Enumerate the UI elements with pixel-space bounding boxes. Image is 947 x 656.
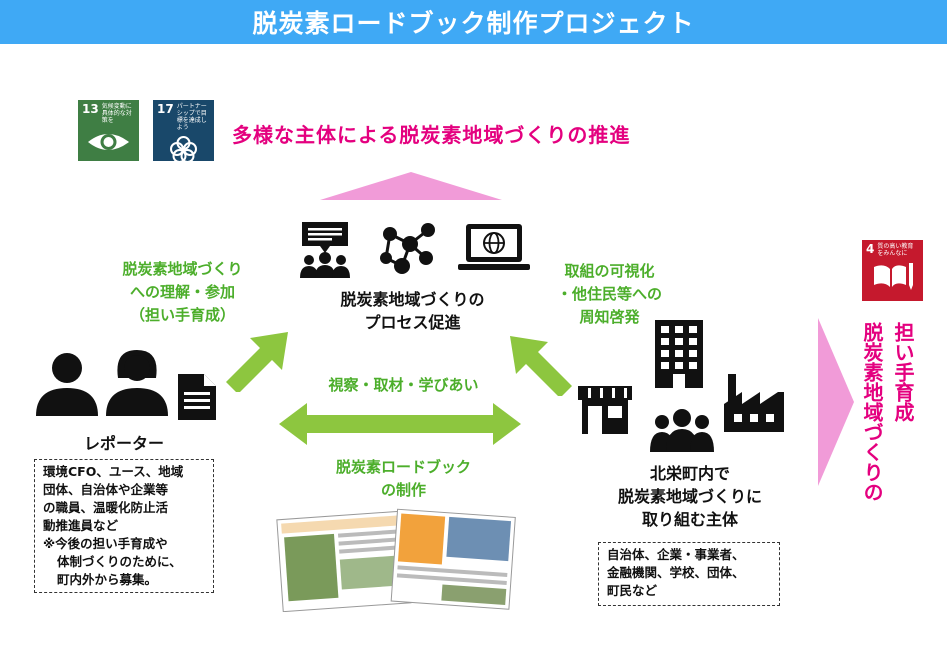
roadbook-line2: の制作 bbox=[380, 481, 426, 499]
eye-earth-icon bbox=[88, 134, 129, 150]
document-icon bbox=[178, 374, 216, 420]
actors-box-line2: 金融機関、学校、団体、 bbox=[607, 565, 745, 580]
sdg4-tile: 4 質の高い教育をみんなに bbox=[862, 240, 923, 301]
exchange-text: 視察・取材・学びあい bbox=[328, 376, 479, 394]
right-green-line3: 周知啓発 bbox=[579, 308, 640, 326]
actors-info-box: 自治体、企業・事業者、 金融機関、学校、団体、 町民など bbox=[598, 542, 780, 606]
book-pencil-icon bbox=[874, 263, 913, 290]
left-green-line3: （担い手育成） bbox=[129, 306, 235, 324]
reporter-info-box: 環境CFO、ユース、地域 団体、自治体や企業等 の職員、温暖化防止活 動推進員な… bbox=[34, 459, 214, 593]
sdg17-number: 17 bbox=[157, 102, 174, 116]
sdg13-text: 気候変動に具体的な対策を bbox=[101, 103, 132, 124]
green-arrow-upright bbox=[226, 332, 288, 392]
vertical-text-col2: 脱炭素地域づくりの bbox=[860, 322, 884, 502]
reporter-box-line1: 環境CFO、ユース、地域 bbox=[43, 464, 184, 479]
right-green-line2: ・他住民等への bbox=[556, 285, 662, 303]
title-banner: 脱炭素ロードブック制作プロジェクト bbox=[0, 0, 947, 44]
factory-icon bbox=[724, 374, 784, 432]
sdg4-number: 4 bbox=[866, 242, 875, 256]
sdg13-tile: 13 気候変動に具体的な対策を bbox=[78, 100, 139, 161]
roadbook-preview-image bbox=[276, 508, 516, 612]
page-title: 脱炭素ロードブック制作プロジェクト bbox=[252, 9, 695, 38]
left-green-line1: 脱炭素地域づくり bbox=[122, 260, 243, 278]
actors-line2: 脱炭素地域づくりに bbox=[617, 487, 762, 506]
reporter-box-line3: の職員、温暖化防止活 bbox=[43, 500, 169, 515]
left-green-line2: への理解・参加 bbox=[129, 283, 235, 301]
sdg4-text: 質の高い教育をみんなに bbox=[877, 243, 914, 257]
partnership-rings-icon bbox=[170, 136, 197, 163]
headline: 多様な主体による脱炭素地域づくりの推進 bbox=[232, 123, 631, 147]
reporter-box-line7: 町内外から募集。 bbox=[57, 572, 158, 587]
group-people-icon bbox=[650, 409, 714, 452]
shop-icon bbox=[578, 386, 632, 434]
vertical-text-col1: 担い手育成 bbox=[891, 322, 915, 422]
network-icon bbox=[380, 223, 435, 274]
reporter-box-line6: 体制づくりのために、 bbox=[57, 554, 182, 569]
actors-box-line1: 自治体、企業・事業者、 bbox=[607, 547, 745, 562]
reporter-label: レポーター bbox=[83, 434, 164, 453]
laptop-globe-icon bbox=[458, 224, 530, 270]
sdg17-text: パートナーシップで目標を達成しよう bbox=[176, 103, 207, 131]
reporter-box-line2: 団体、自治体や企業等 bbox=[43, 482, 169, 497]
actors-line1: 北栄町内で bbox=[649, 464, 730, 483]
double-arrow bbox=[279, 403, 521, 445]
center-line1: 脱炭素地域づくりの bbox=[340, 290, 485, 309]
actors-text: 北栄町内で 脱炭素地域づくりに 取り組む主体 bbox=[585, 462, 795, 531]
reporter-box-line5: ※今後の担い手育成や bbox=[43, 536, 168, 551]
left-green-text: 脱炭素地域づくり への理解・参加 （担い手育成） bbox=[100, 258, 265, 327]
center-line2: プロセス促進 bbox=[364, 313, 461, 332]
building-icon bbox=[655, 320, 703, 388]
center-process: 脱炭素地域づくりの プロセス促進 bbox=[305, 288, 520, 334]
right-green-line1: 取組の可視化 bbox=[564, 262, 655, 280]
reporter-box-line4: 動推進員など bbox=[43, 518, 119, 533]
sdg17-tile: 17 パートナーシップで目標を達成しよう bbox=[153, 100, 214, 163]
up-triangle-arrow bbox=[320, 172, 502, 200]
green-arrow-upleft bbox=[510, 336, 572, 396]
right-green-text: 取組の可視化 ・他住民等への 周知啓発 bbox=[527, 260, 692, 329]
reporter-man-icon bbox=[36, 353, 98, 416]
sdg13-number: 13 bbox=[82, 102, 99, 116]
reporter-woman-icon bbox=[106, 350, 168, 416]
roadbook-text: 脱炭素ロードブック の制作 bbox=[296, 456, 511, 502]
roadbook-line1: 脱炭素ロードブック bbox=[335, 458, 471, 476]
meeting-icon bbox=[300, 222, 350, 278]
actors-box-line3: 町民など bbox=[607, 583, 658, 598]
actors-line3: 取り組む主体 bbox=[641, 510, 738, 529]
pink-right-arrow bbox=[818, 318, 854, 486]
